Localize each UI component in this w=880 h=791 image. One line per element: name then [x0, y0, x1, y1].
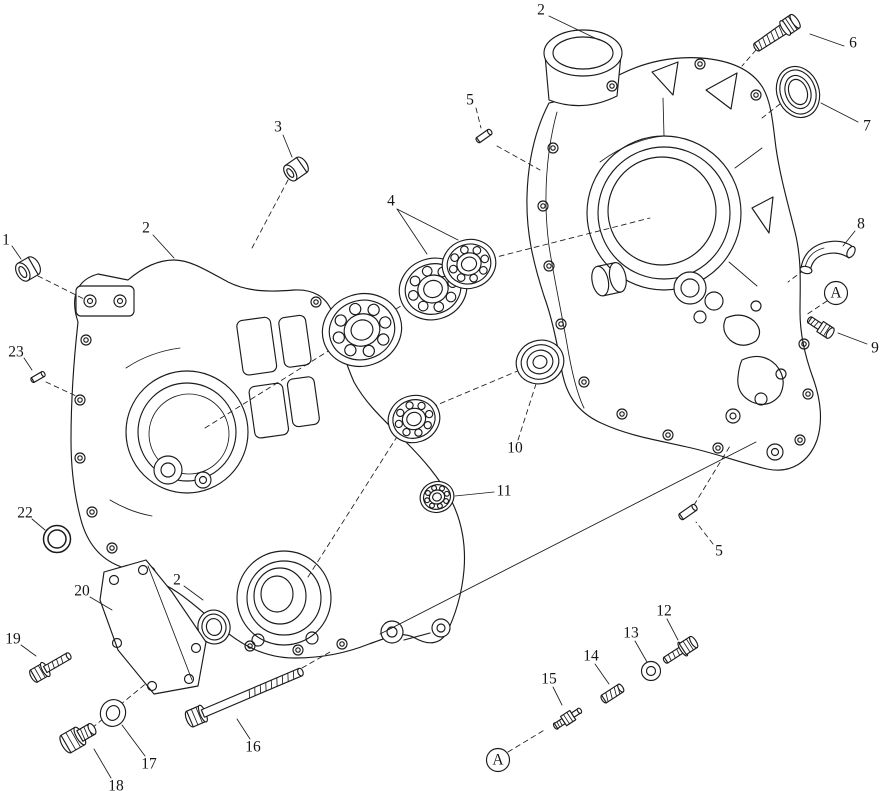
callout-label-8: 8 — [857, 216, 865, 233]
callout-label-23: 23 — [8, 344, 24, 361]
drain-plug-18 — [59, 723, 97, 754]
pin-23 — [30, 370, 46, 384]
leader-line-12 — [666, 618, 679, 641]
callout-label-1: 1 — [2, 232, 10, 249]
stub-boss — [591, 261, 627, 297]
callout-label-17: 17 — [141, 756, 157, 773]
view-marker-circle — [485, 747, 511, 773]
fitting-9 — [806, 316, 835, 339]
callout-label-2: 2 — [142, 220, 150, 237]
leader-line-20 — [89, 596, 113, 611]
ball-bearing-11 — [419, 480, 455, 514]
leader-line-8 — [842, 230, 856, 247]
leader-line-3 — [282, 134, 293, 158]
view-marker-A: A — [485, 747, 511, 773]
callout-label-6: 6 — [849, 35, 857, 52]
view-marker-circle — [823, 280, 849, 306]
callout-label-19: 19 — [5, 631, 21, 648]
leader-line-15 — [552, 686, 563, 706]
leader-layer — [11, 15, 868, 779]
callout-label-16: 16 — [245, 739, 261, 756]
callout-label-7: 7 — [863, 118, 871, 135]
oil-hose-8 — [799, 240, 856, 275]
callout-label-2: 2 — [173, 572, 181, 589]
dowel-pin-5-lower — [678, 503, 698, 521]
leader-line-19 — [20, 644, 37, 657]
fitting-15 — [552, 707, 583, 730]
leader-line-16 — [236, 718, 251, 740]
leader-line-9 — [837, 332, 868, 345]
leader-line-6 — [809, 33, 845, 47]
leader-line-2 — [152, 234, 175, 259]
callout-label-3: 3 — [274, 119, 282, 136]
bushing-1 — [15, 256, 41, 282]
roll-pin-14 — [600, 683, 625, 704]
callout-label-10: 10 — [507, 440, 523, 457]
callout-label-20: 20 — [74, 583, 90, 600]
leader-line-2 — [548, 15, 600, 41]
callout-label-18: 18 — [108, 778, 124, 791]
o-ring-22 — [42, 524, 72, 554]
leader-line-11 — [454, 491, 495, 497]
ball-bearing-large — [321, 293, 403, 367]
leader-line-5 — [695, 521, 714, 545]
leader-line-5 — [475, 107, 482, 129]
view-marker-label: A — [492, 752, 504, 769]
callout-label-2: 2 — [537, 2, 545, 19]
bolt-16 — [184, 667, 304, 728]
left-crankcase-half — [70, 259, 466, 659]
callout-label-22: 22 — [17, 505, 33, 522]
right-case-bolt-holes — [537, 58, 814, 454]
bolt-12 — [662, 635, 699, 664]
callout-label-9: 9 — [871, 340, 879, 357]
ball-bearing-upper — [441, 238, 497, 290]
leader-line-22 — [31, 518, 46, 531]
oil-seal-10 — [515, 339, 565, 385]
bolt-19 — [29, 652, 72, 683]
view-marker-A: A — [823, 280, 849, 306]
view-marker-label: A — [830, 285, 842, 302]
callout-label-14: 14 — [583, 648, 599, 665]
leader-line-2 — [183, 585, 204, 601]
leader-line-14 — [594, 663, 610, 685]
leader-line-13 — [634, 640, 648, 663]
cover-plate-20 — [99, 559, 207, 695]
oil-seal-2 — [197, 609, 231, 645]
callout-label-5: 5 — [715, 543, 723, 560]
oil-seal-7 — [775, 65, 821, 119]
leader-line-23 — [23, 357, 33, 371]
right-crankcase-cover — [526, 29, 822, 471]
callout-label-11: 11 — [497, 483, 512, 500]
washer-17 — [99, 699, 127, 727]
flange-bolt-6 — [753, 13, 801, 52]
leader-line-18 — [93, 748, 112, 779]
callout-label-15: 15 — [541, 671, 557, 688]
leader-line-4 — [396, 208, 459, 241]
leader-line-7 — [820, 102, 859, 123]
ball-bearing-lower — [387, 394, 441, 444]
bushing-3 — [283, 156, 309, 182]
leader-line-4 — [396, 208, 428, 255]
dowel-pin-5-upper — [475, 128, 493, 144]
washer-13 — [640, 660, 662, 682]
leader-line-10 — [517, 383, 537, 441]
callout-label-13: 13 — [623, 625, 639, 642]
leader-line-1 — [11, 245, 22, 260]
callout-label-5: 5 — [466, 92, 474, 109]
callout-label-4: 4 — [387, 193, 395, 210]
leader-line-17 — [121, 724, 146, 757]
callout-label-12: 12 — [656, 603, 672, 620]
